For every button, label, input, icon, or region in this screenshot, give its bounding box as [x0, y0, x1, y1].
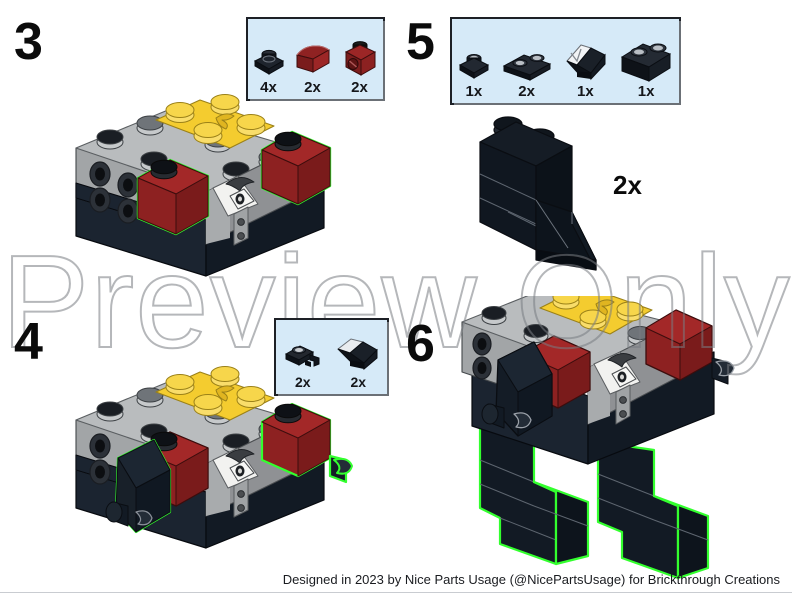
part-item: 1x — [615, 37, 677, 103]
model-illustration-step-5 — [479, 116, 597, 271]
step-5-multiplier: 2x — [613, 170, 642, 200]
brick-1x2-black-icon — [620, 43, 672, 82]
parts-callout-step-4: 2x 2x — [274, 318, 389, 396]
part-quantity: 2x — [304, 79, 321, 96]
brick-1x1-stud-side-dark-red-icon — [344, 41, 376, 76]
part-item: 2x — [333, 334, 383, 394]
part-item: 4x — [250, 45, 288, 99]
slope-curved-2x1-dark-red-icon — [295, 45, 330, 73]
step-number-3: 3 — [14, 13, 43, 71]
part-item: 2x — [280, 338, 326, 394]
plate-1x1-black-icon — [458, 54, 489, 79]
part-item: 2x — [291, 41, 335, 99]
step-number-6: 6 — [406, 315, 435, 373]
step-number-4: 4 — [14, 313, 43, 371]
plate-1x2-black-icon — [502, 54, 551, 81]
part-quantity: 1x — [637, 83, 655, 100]
slope-45-2x1-black-icon — [566, 44, 607, 81]
part-quantity: 4x — [260, 79, 277, 96]
part-quantity: 2x — [351, 79, 368, 96]
part-quantity: 2x — [350, 374, 367, 390]
model-illustration-step-6 — [461, 296, 735, 580]
part-item: 2x — [498, 47, 556, 103]
plate-modified-clip-black-icon — [284, 345, 320, 367]
part-quantity: 2x — [518, 83, 535, 100]
model-illustration-step-3 — [75, 94, 332, 277]
part-item: 1x — [454, 47, 494, 103]
footer-credit: Designed in 2023 by Nice Parts Usage (@N… — [282, 572, 780, 587]
footer-divider — [0, 592, 792, 593]
model-illustration-step-4 — [75, 366, 353, 549]
parts-callout-step-5: 1x 2x 1x — [450, 17, 681, 105]
parts-callout-step-3: 4x 2x 2x — [246, 17, 385, 101]
plate-1x1-black-icon — [253, 49, 284, 75]
part-item: 2x — [338, 37, 382, 99]
part-item: 1x — [559, 39, 611, 103]
slope-30-2x1-black-icon — [337, 338, 379, 371]
step-number-5: 5 — [406, 13, 435, 71]
part-quantity: 2x — [294, 374, 311, 390]
part-quantity: 1x — [577, 83, 594, 100]
part-quantity: 1x — [465, 83, 483, 100]
